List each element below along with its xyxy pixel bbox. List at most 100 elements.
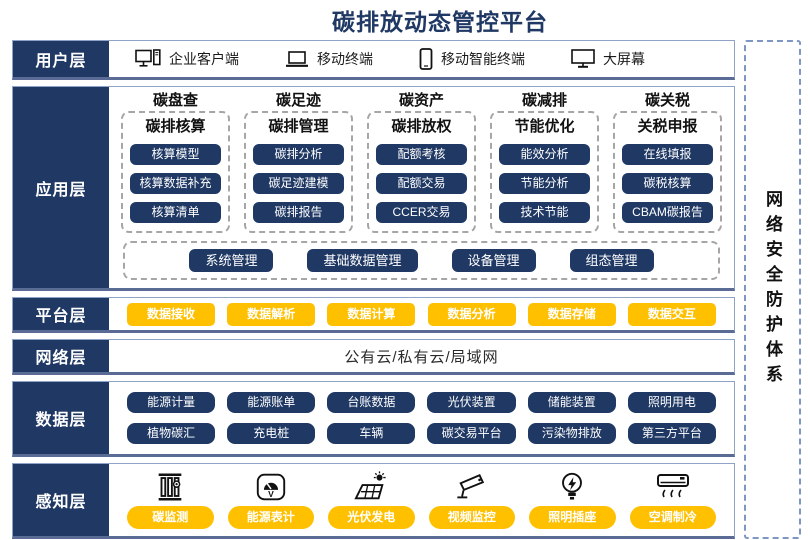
- perception-item-carbon-monitoring: 碳监测: [127, 469, 214, 529]
- network-layer-text: 公有云/私有云/局域网: [109, 340, 734, 372]
- platform-layer: 平台层 数据接收 数据解析 数据计算 数据分析 数据存储 数据交互: [12, 297, 735, 333]
- perception-button: 照明插座: [529, 506, 616, 529]
- app-module-button: CBAM碳报告: [622, 202, 713, 223]
- application-columns: 碳盘查 碳排核算 核算模型 核算数据补充 核算清单 碳足迹 碳排管理 碳排分析: [121, 91, 722, 233]
- app-column-box: 碳排放权 配额考核 配额交易 CCER交易: [367, 111, 476, 233]
- perception-item-energy-meter: V 能源表计: [227, 469, 314, 529]
- platform-module-button: 数据交互: [627, 302, 716, 326]
- application-layer-body: 碳盘查 碳排核算 核算模型 核算数据补充 核算清单 碳足迹 碳排管理 碳排分析: [109, 87, 734, 288]
- user-item-mobile-terminal: 移动终端: [285, 49, 373, 69]
- perception-button: 能源表计: [227, 506, 314, 529]
- app-module-button: 核算模型: [130, 144, 221, 165]
- app-module-button: 碳排报告: [253, 202, 344, 223]
- laptop-icon: [285, 50, 309, 69]
- solar-pv-icon: [352, 469, 390, 505]
- user-item-label: 企业客户端: [169, 51, 239, 67]
- app-module-button: 碳税核算: [622, 173, 713, 194]
- user-layer-label: 用户层: [13, 41, 109, 77]
- data-source-button: 充电桩: [227, 423, 316, 444]
- page-title: 碳排放动态管控平台: [332, 9, 548, 35]
- app-column-carbon-footprint: 碳足迹 碳排管理 碳排分析 碳足迹建模 碳排报告: [244, 91, 353, 233]
- app-column-header: 碳足迹: [275, 92, 321, 109]
- app-column-carbon-tariff: 碳关税 关税申报 在线填报 碳税核算 CBAM碳报告: [613, 91, 722, 233]
- smartphone-icon: [419, 48, 433, 70]
- app-column-subheader: 碳排放权: [391, 118, 452, 135]
- user-item-label: 大屏幕: [603, 51, 645, 67]
- data-source-button: 台账数据: [327, 392, 416, 413]
- app-common-module-button: 基础数据管理: [307, 249, 418, 272]
- app-common-modules-box: 系统管理 基础数据管理 设备管理 组态管理: [123, 241, 720, 280]
- perception-button: 光伏发电: [328, 506, 415, 529]
- app-column-subheader: 碳排核算: [145, 118, 206, 135]
- app-column-box: 关税申报 在线填报 碳税核算 CBAM碳报告: [613, 111, 722, 233]
- app-module-button: 在线填报: [622, 144, 713, 165]
- user-item-enterprise-client: 企业客户端: [135, 49, 239, 69]
- perception-item-lighting-socket: 照明插座: [529, 469, 616, 529]
- app-module-button: 碳足迹建模: [253, 173, 344, 194]
- app-module-button: 能效分析: [499, 144, 590, 165]
- app-column-subheader: 碳排管理: [268, 118, 329, 135]
- app-module-button: 技术节能: [499, 202, 590, 223]
- user-item-label: 移动终端: [317, 51, 373, 67]
- perception-button: 空调制冷: [629, 506, 716, 529]
- application-layer: 应用层 碳盘查 碳排核算 核算模型 核算数据补充 核算清单 碳足迹: [12, 86, 735, 291]
- app-common-module-button: 组态管理: [569, 249, 654, 272]
- desktop-pc-icon: [135, 49, 161, 69]
- data-source-button: 储能装置: [527, 392, 616, 413]
- app-column-header: 碳关税: [644, 92, 690, 109]
- data-source-button: 碳交易平台: [427, 423, 516, 444]
- perception-item-video-surveillance: 视频监控: [428, 469, 515, 529]
- app-column-carbon-reduction: 碳减排 节能优化 能效分析 节能分析 技术节能: [490, 91, 599, 233]
- platform-module-button: 数据存储: [527, 302, 616, 326]
- cctv-camera-icon: [453, 469, 491, 505]
- app-column-subheader: 关税申报: [637, 118, 698, 135]
- data-source-button: 能源计量: [127, 392, 216, 413]
- platform-module-button: 数据分析: [427, 302, 516, 326]
- svg-text:V: V: [268, 489, 274, 499]
- perception-layer-label: 感知层: [13, 464, 109, 536]
- data-source-button: 植物碳汇: [127, 423, 216, 444]
- data-layer-label: 数据层: [13, 382, 109, 454]
- data-layer-body: 能源计量 能源账单 台账数据 光伏装置 储能装置 照明用电 植物碳汇 充电桩 车…: [109, 382, 734, 454]
- network-layer: 网络层 公有云/私有云/局域网: [12, 339, 735, 375]
- perception-button: 碳监测: [127, 506, 214, 529]
- perception-layer: 感知层 碳监测: [12, 463, 735, 539]
- data-source-button: 第三方平台: [627, 423, 716, 444]
- app-module-button: CCER交易: [376, 202, 467, 223]
- platform-module-button: 数据解析: [227, 302, 316, 326]
- perception-item-air-conditioner: 空调制冷: [629, 469, 716, 529]
- perception-layer-body: 碳监测 V 能源表计: [109, 464, 734, 536]
- app-module-button: 核算清单: [130, 202, 221, 223]
- app-column-header: 碳盘查: [152, 92, 198, 109]
- data-source-button: 能源账单: [227, 392, 316, 413]
- app-module-button: 配额交易: [376, 173, 467, 194]
- app-column-carbon-inventory: 碳盘查 碳排核算 核算模型 核算数据补充 核算清单: [121, 91, 230, 233]
- data-source-button: 车辆: [327, 423, 416, 444]
- app-column-box: 节能优化 能效分析 节能分析 技术节能: [490, 111, 599, 233]
- platform-module-button: 数据计算: [327, 302, 416, 326]
- user-item-label: 移动智能终端: [441, 51, 525, 67]
- user-item-smart-terminal: 移动智能终端: [419, 48, 525, 70]
- platform-module-button: 数据接收: [127, 302, 215, 326]
- large-screen-icon: [571, 49, 595, 69]
- data-source-button: 照明用电: [627, 392, 716, 413]
- data-layer: 数据层 能源计量 能源账单 台账数据 光伏装置 储能装置 照明用电 植物碳汇 充…: [12, 381, 735, 457]
- user-layer-body: 企业客户端 移动终端: [109, 41, 734, 77]
- app-column-subheader: 节能优化: [514, 118, 575, 135]
- app-column-header: 碳减排: [521, 92, 567, 109]
- platform-layer-body: 数据接收 数据解析 数据计算 数据分析 数据存储 数据交互: [109, 298, 734, 330]
- app-column-box: 碳排核算 核算模型 核算数据补充 核算清单: [121, 111, 230, 233]
- app-column-header: 碳资产: [398, 92, 444, 109]
- carbon-monitoring-icon: [153, 469, 187, 505]
- app-module-button: 配额考核: [376, 144, 467, 165]
- user-item-big-screen: 大屏幕: [571, 49, 645, 69]
- app-column-box: 碳排管理 碳排分析 碳足迹建模 碳排报告: [244, 111, 353, 233]
- air-conditioner-icon: [654, 469, 692, 505]
- app-column-carbon-asset: 碳资产 碳排放权 配额考核 配额交易 CCER交易: [367, 91, 476, 233]
- app-common-module-button: 系统管理: [189, 249, 274, 272]
- platform-layer-label: 平台层: [13, 298, 109, 330]
- user-layer: 用户层 企业客户端: [12, 40, 735, 80]
- app-module-button: 节能分析: [499, 173, 590, 194]
- security-sidebar: 网络安全防护体系: [744, 40, 801, 539]
